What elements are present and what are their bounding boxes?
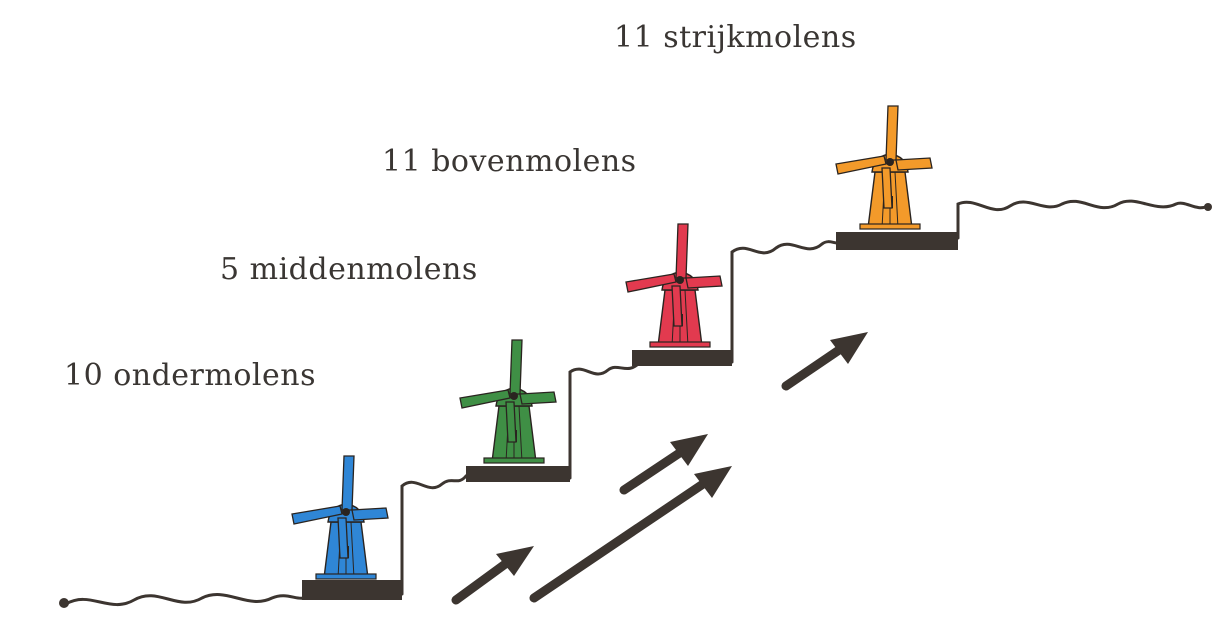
label-bovenmolens: 11 bovenmolens (382, 144, 637, 179)
mill-base-strijk (836, 232, 958, 250)
flow-arrow (456, 546, 534, 600)
line-end-dot (1204, 203, 1212, 211)
label-strijkmolens: 11 strijkmolens (614, 20, 857, 55)
flow-arrow (624, 434, 708, 490)
label-middenmolens: 5 middenmolens (220, 252, 478, 287)
windmill-onder-icon (292, 456, 388, 579)
windmill-boven-icon (626, 224, 722, 347)
mill-base-onder (302, 580, 402, 600)
windmill-strijk-icon (836, 106, 932, 229)
label-ondermolens: 10 ondermolens (64, 358, 316, 393)
windmill-midden-icon (460, 340, 556, 463)
line-start-dot (59, 598, 69, 608)
mill-base-midden (466, 466, 570, 482)
flow-arrow (786, 332, 868, 386)
mill-base-boven (632, 350, 732, 366)
